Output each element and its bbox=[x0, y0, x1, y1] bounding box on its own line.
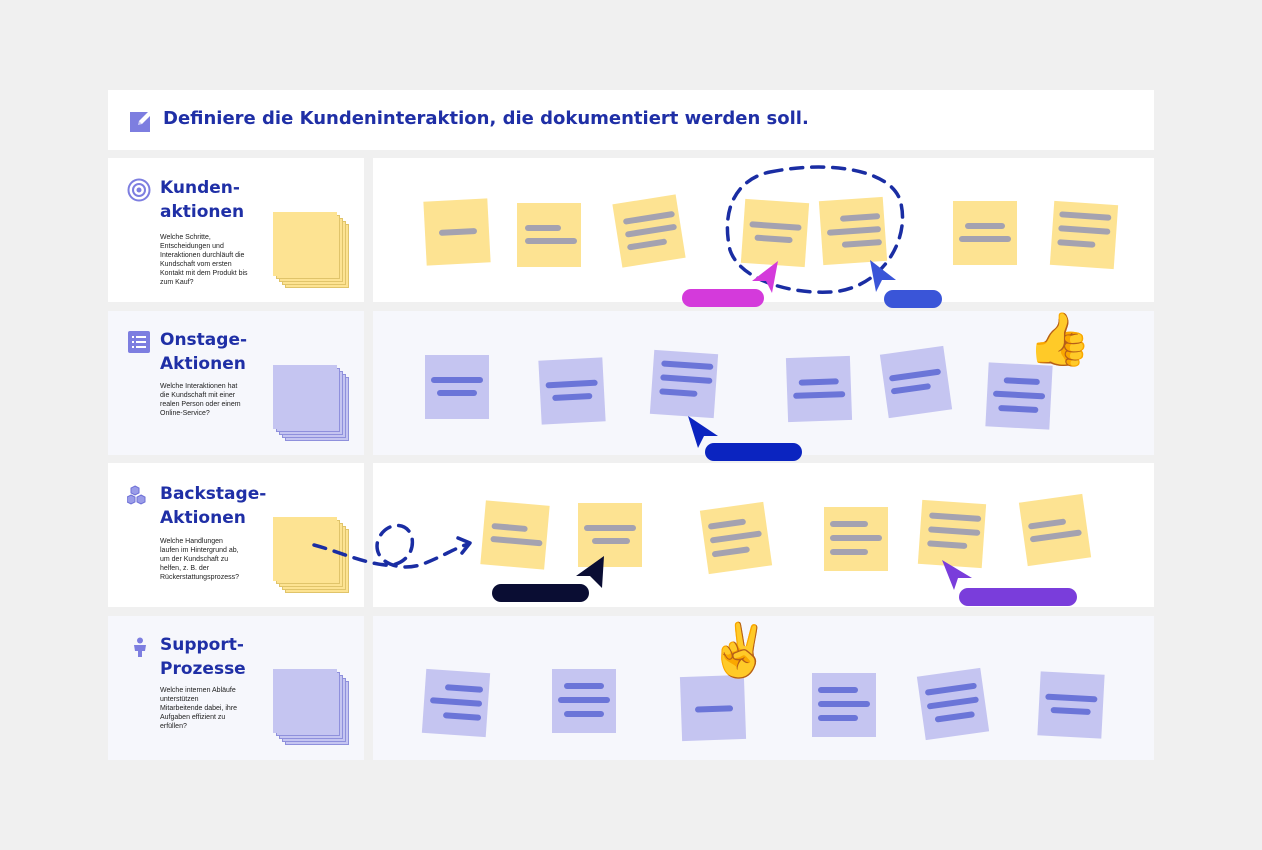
cursor-arrow-black-icon bbox=[576, 556, 604, 588]
cursor-arrow-magenta-icon bbox=[752, 261, 778, 293]
victory-hand-icon: ✌️ bbox=[707, 622, 772, 680]
sticky-note[interactable] bbox=[812, 673, 876, 737]
list-icon bbox=[128, 331, 150, 353]
sticky-note[interactable] bbox=[824, 507, 888, 571]
sticky-note[interactable] bbox=[480, 500, 550, 570]
lane-description-kunden: Welche Schritte, Entscheidungen und Inte… bbox=[160, 234, 248, 286]
sticky-note[interactable] bbox=[740, 198, 810, 268]
cursor-label-purple bbox=[959, 588, 1077, 606]
sticky-note[interactable] bbox=[421, 668, 491, 738]
sticky-note[interactable] bbox=[699, 501, 773, 575]
sticky-stack-kunden[interactable] bbox=[273, 212, 349, 288]
lane-description-support: Welche internen Abläufe unterstützen Mit… bbox=[160, 687, 238, 730]
sticky-note[interactable] bbox=[818, 196, 888, 266]
sticky-note[interactable] bbox=[425, 355, 489, 419]
cursor-label-blue bbox=[884, 290, 942, 308]
sticky-stack-support[interactable] bbox=[273, 669, 349, 745]
cursor-label-magenta bbox=[682, 289, 764, 307]
cursor-arrow-purple-icon bbox=[942, 560, 972, 590]
sticky-stack-backstage[interactable] bbox=[273, 517, 349, 593]
person-icon bbox=[134, 637, 146, 657]
sticky-stack-onstage[interactable] bbox=[273, 365, 349, 441]
sticky-note[interactable] bbox=[423, 198, 491, 266]
target-icon bbox=[127, 178, 151, 202]
cursor-label-black bbox=[492, 584, 589, 602]
sticky-note[interactable] bbox=[879, 345, 953, 419]
sticky-note[interactable] bbox=[679, 674, 747, 742]
lane-title-backstage: Backstage- Aktionen bbox=[160, 484, 267, 528]
sticky-note[interactable] bbox=[985, 362, 1053, 430]
sticky-note[interactable] bbox=[538, 357, 606, 425]
sticky-note[interactable] bbox=[552, 669, 616, 733]
sticky-note[interactable] bbox=[578, 503, 642, 567]
lane-description-onstage: Welche Interaktionen hat die Kundschaft … bbox=[160, 383, 241, 417]
sticky-note[interactable] bbox=[517, 203, 581, 267]
cubes-icon bbox=[127, 485, 146, 505]
page-title: Definiere die Kundeninteraktion, die dok… bbox=[163, 108, 809, 129]
cursor-arrow-blue-icon bbox=[870, 260, 896, 292]
thumbs-up-icon: 👍 bbox=[1027, 311, 1092, 369]
lane-title-support: Support- Prozesse bbox=[160, 635, 246, 679]
sticky-note[interactable] bbox=[612, 194, 686, 268]
lane-title-kunden: Kunden- aktionen bbox=[160, 178, 245, 222]
cursor-arrow-navy-icon bbox=[688, 416, 718, 448]
lane-canvas-support[interactable] bbox=[373, 616, 1154, 760]
sticky-note[interactable] bbox=[1049, 200, 1119, 270]
sticky-note[interactable] bbox=[953, 201, 1017, 265]
sticky-note[interactable] bbox=[1037, 671, 1105, 739]
lane-description-backstage: Welche Handlungen laufen im Hintergrund … bbox=[160, 538, 239, 581]
header-bar bbox=[108, 90, 1154, 150]
lane-title-onstage: Onstage- Aktionen bbox=[160, 330, 248, 374]
sticky-note[interactable] bbox=[1018, 493, 1092, 567]
sticky-note[interactable] bbox=[649, 349, 719, 419]
sticky-note[interactable] bbox=[785, 355, 853, 423]
sticky-note[interactable] bbox=[916, 667, 990, 741]
pencil-square-icon bbox=[130, 111, 152, 132]
cursor-label-navy bbox=[705, 443, 802, 461]
